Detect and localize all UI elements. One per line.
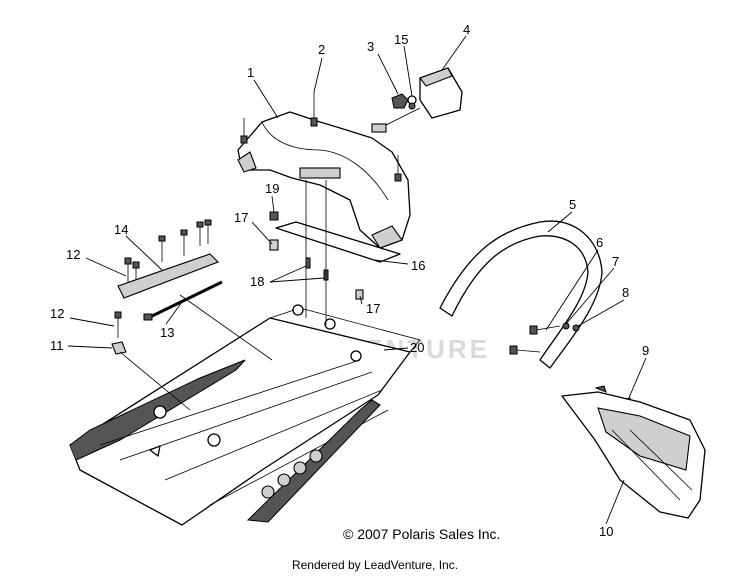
callout-1: 1 bbox=[247, 65, 254, 80]
callout-7: 7 bbox=[612, 254, 619, 269]
tunnel-assembly bbox=[69, 304, 421, 526]
callout-16: 16 bbox=[411, 258, 425, 273]
part-13-rod bbox=[143, 280, 223, 321]
part-15-washer bbox=[407, 95, 417, 110]
callout-3: 3 bbox=[367, 39, 374, 54]
part-5-grab-bar bbox=[439, 220, 603, 369]
part-7-washer bbox=[562, 322, 570, 330]
callout-13: 13 bbox=[160, 325, 174, 340]
part-4-taillight bbox=[371, 67, 463, 133]
callout-12-lower: 12 bbox=[50, 306, 64, 321]
callout-10: 10 bbox=[599, 524, 613, 539]
copyright-text: © 2007 Polaris Sales Inc. bbox=[343, 526, 501, 542]
part-2-bolts bbox=[240, 92, 402, 182]
part-6-bolt bbox=[509, 325, 561, 355]
callout-20: 20 bbox=[410, 340, 424, 355]
part-10-snow-flap bbox=[561, 391, 706, 519]
part-8-nut bbox=[572, 324, 580, 332]
callout-14: 14 bbox=[114, 222, 128, 237]
leader-lines bbox=[67, 35, 647, 525]
callout-labels: 1 2 3 15 4 5 6 7 8 9 10 11 12 12 13 14 1… bbox=[50, 22, 649, 539]
part-11-fitting bbox=[111, 341, 127, 355]
part-3-nut bbox=[391, 93, 409, 109]
callout-15: 15 bbox=[394, 32, 408, 47]
part-1-rear-bracket bbox=[237, 111, 411, 249]
callout-4: 4 bbox=[463, 22, 470, 37]
part-18-rivets bbox=[305, 257, 329, 281]
assembly-lines bbox=[119, 180, 327, 411]
callout-18: 18 bbox=[250, 274, 264, 289]
part-16-plate bbox=[275, 221, 401, 263]
callout-5: 5 bbox=[569, 197, 576, 212]
callout-8: 8 bbox=[622, 285, 629, 300]
callout-12-upper: 12 bbox=[66, 247, 80, 262]
callout-17-lower: 17 bbox=[366, 301, 380, 316]
part-12-bolts bbox=[114, 257, 140, 338]
part-14-rail bbox=[117, 219, 219, 299]
callout-11: 11 bbox=[50, 338, 64, 353]
callout-9: 9 bbox=[642, 343, 649, 358]
callout-6: 6 bbox=[596, 235, 603, 250]
callout-2: 2 bbox=[318, 42, 325, 57]
callout-19: 19 bbox=[265, 181, 279, 196]
rendered-by-text: Rendered by LeadVenture, Inc. bbox=[291, 558, 459, 572]
part-17-bolts bbox=[269, 239, 364, 300]
part-19-nut bbox=[269, 211, 279, 221]
callout-17-upper: 17 bbox=[234, 210, 248, 225]
